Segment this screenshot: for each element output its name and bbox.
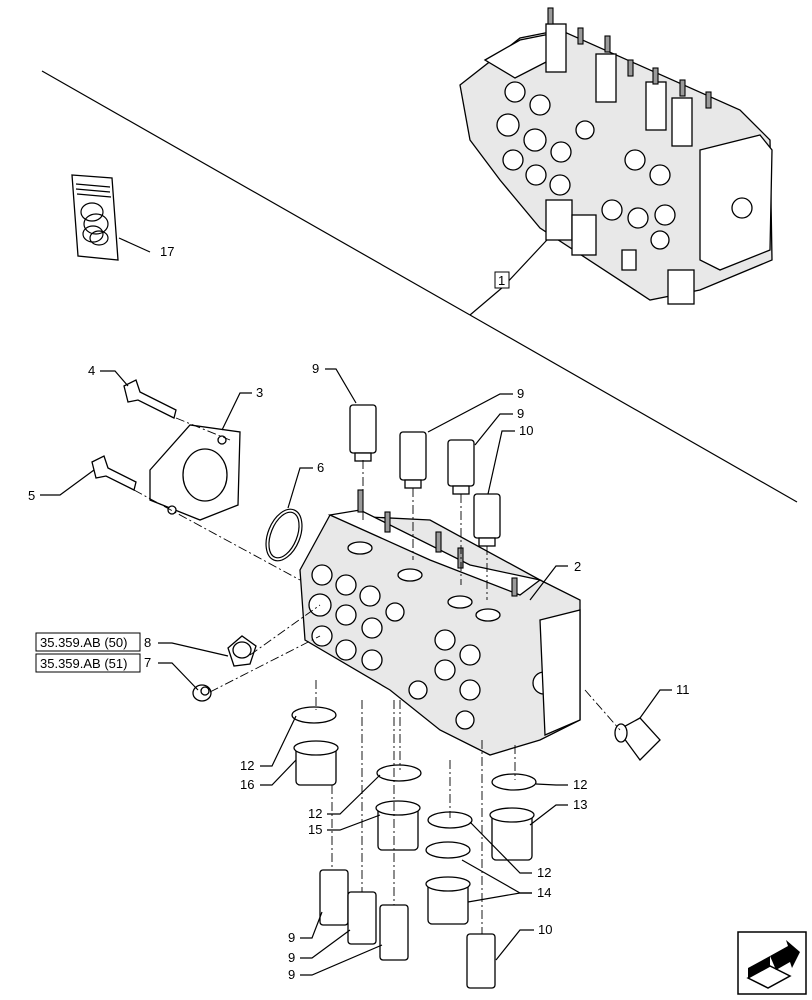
bolts-and-flange [91, 379, 241, 521]
callout-13: 13 [573, 797, 587, 812]
reference-link-51[interactable]: 35.359.AB (51) [35, 653, 141, 673]
callout-10-bottom: 10 [538, 922, 552, 937]
relief-valve-plugs-top [349, 404, 501, 547]
callout-7: 7 [144, 655, 151, 670]
callout-16: 16 [240, 777, 254, 792]
callout-12-b: 12 [308, 806, 322, 821]
callout-3: 3 [256, 385, 263, 400]
callout-12-c: 12 [573, 777, 587, 792]
callout-12-a: 12 [240, 758, 254, 773]
relief-valve-plugs-bottom [319, 869, 496, 989]
callout-6: 6 [317, 460, 324, 475]
seal-kit-bag-icon [71, 174, 151, 261]
callout-14: 14 [537, 885, 551, 900]
callout-12-d: 12 [537, 865, 551, 880]
assembled-control-valve [459, 7, 773, 305]
reference-link-50[interactable]: 35.359.AB (50) [35, 632, 141, 652]
callout-8: 8 [144, 635, 151, 650]
callout-9-top-c: 9 [517, 406, 524, 421]
callout-9-top-b: 9 [517, 386, 524, 401]
callout-9-bottom-c: 9 [288, 967, 295, 982]
callout-1-box [494, 271, 510, 289]
callout-10-top: 10 [519, 423, 533, 438]
assembly-axis-lines [133, 417, 621, 934]
callout-1: 1 [498, 273, 505, 288]
reference-50-text[interactable]: 35.359.AB (50) [40, 635, 127, 650]
callout-labels: 1 2 3 4 5 6 7 8 9 9 9 10 11 12 16 12 15 … [28, 244, 690, 982]
valve-body [299, 489, 581, 756]
callout-9-top-a: 9 [312, 361, 319, 376]
callout-17: 17 [160, 244, 174, 259]
o-ring [265, 508, 303, 562]
cross-reference-links: 35.359.AB (50) 35.359.AB (51) [35, 632, 141, 673]
callout-9-bottom-b: 9 [288, 950, 295, 965]
callout-15: 15 [308, 822, 322, 837]
callout-5: 5 [28, 488, 35, 503]
callout-11: 11 [676, 682, 690, 697]
callout-4: 4 [88, 363, 95, 378]
callout-2: 2 [574, 559, 581, 574]
next-page-arrow-icon[interactable] [737, 931, 807, 995]
callout-9-bottom-a: 9 [288, 930, 295, 945]
side-plugs [192, 635, 661, 761]
reference-51-text[interactable]: 35.359.AB (51) [40, 656, 127, 671]
leader-lines [40, 368, 672, 976]
